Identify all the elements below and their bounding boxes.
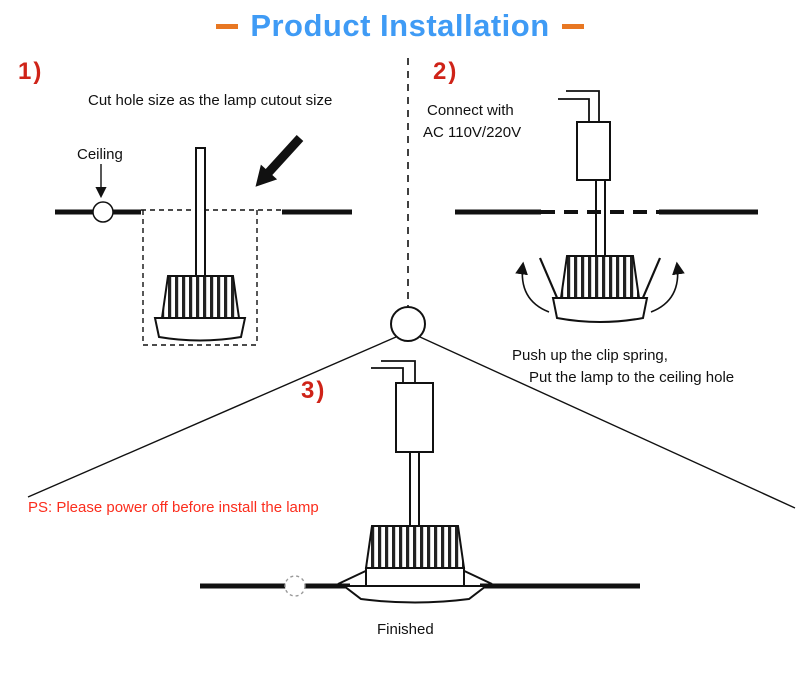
clip-spring-right (640, 257, 662, 301)
step2-instruction-line2: Put the lamp to the ceiling hole (529, 369, 735, 386)
lamp-body (365, 567, 465, 587)
lamp-heatsink (160, 275, 241, 319)
driver-box (576, 121, 611, 181)
driver-wires (558, 90, 600, 123)
lamp-trim (551, 297, 649, 323)
driver-wires (371, 360, 416, 384)
lamp-stem (409, 451, 420, 529)
ceiling-marker-circle (92, 201, 114, 223)
power-off-warning: PS: Please power off before install the … (28, 499, 319, 516)
step2-illustration (455, 90, 758, 323)
ceiling-marker-circle (284, 575, 306, 597)
clip-spring-left (538, 257, 560, 301)
step2-caption-line2: AC 110V/220V (423, 124, 522, 141)
cutout-arrow-icon (255, 135, 304, 187)
step2-instruction-line1: Push up the clip spring, (512, 347, 668, 364)
lamp-step1-icon (153, 147, 247, 342)
rotate-arrow-right-icon (650, 261, 685, 313)
step1-caption: Cut hole size as the lamp cutout size (88, 92, 333, 109)
lamp-stem (195, 147, 206, 279)
divider-lines (27, 58, 796, 509)
driver-box (395, 382, 434, 453)
lamp-heatsink (364, 525, 466, 569)
step1-illustration (55, 135, 352, 346)
page-header: Product Installation (0, 8, 800, 44)
finished-label: Finished (377, 621, 434, 638)
title-accent-left (216, 23, 239, 29)
divider-hub-circle (390, 306, 426, 342)
cutout-dashed-outline (141, 209, 282, 346)
lamp-flange (341, 585, 489, 604)
lamp-stem (595, 179, 606, 259)
step2-number: 2) (433, 58, 459, 85)
page-title: Product Installation (250, 8, 550, 43)
step3-number: 3) (301, 377, 327, 404)
lamp-trim (153, 317, 247, 342)
rotate-arrow-left-icon (515, 261, 550, 313)
lamp-heatsink (559, 255, 641, 299)
step2-caption-line1: Connect with (427, 102, 514, 119)
step1-number: 1) (18, 58, 44, 85)
step3-illustration (200, 360, 640, 604)
ceiling-label: Ceiling (77, 146, 123, 163)
title-accent-right (561, 23, 584, 29)
